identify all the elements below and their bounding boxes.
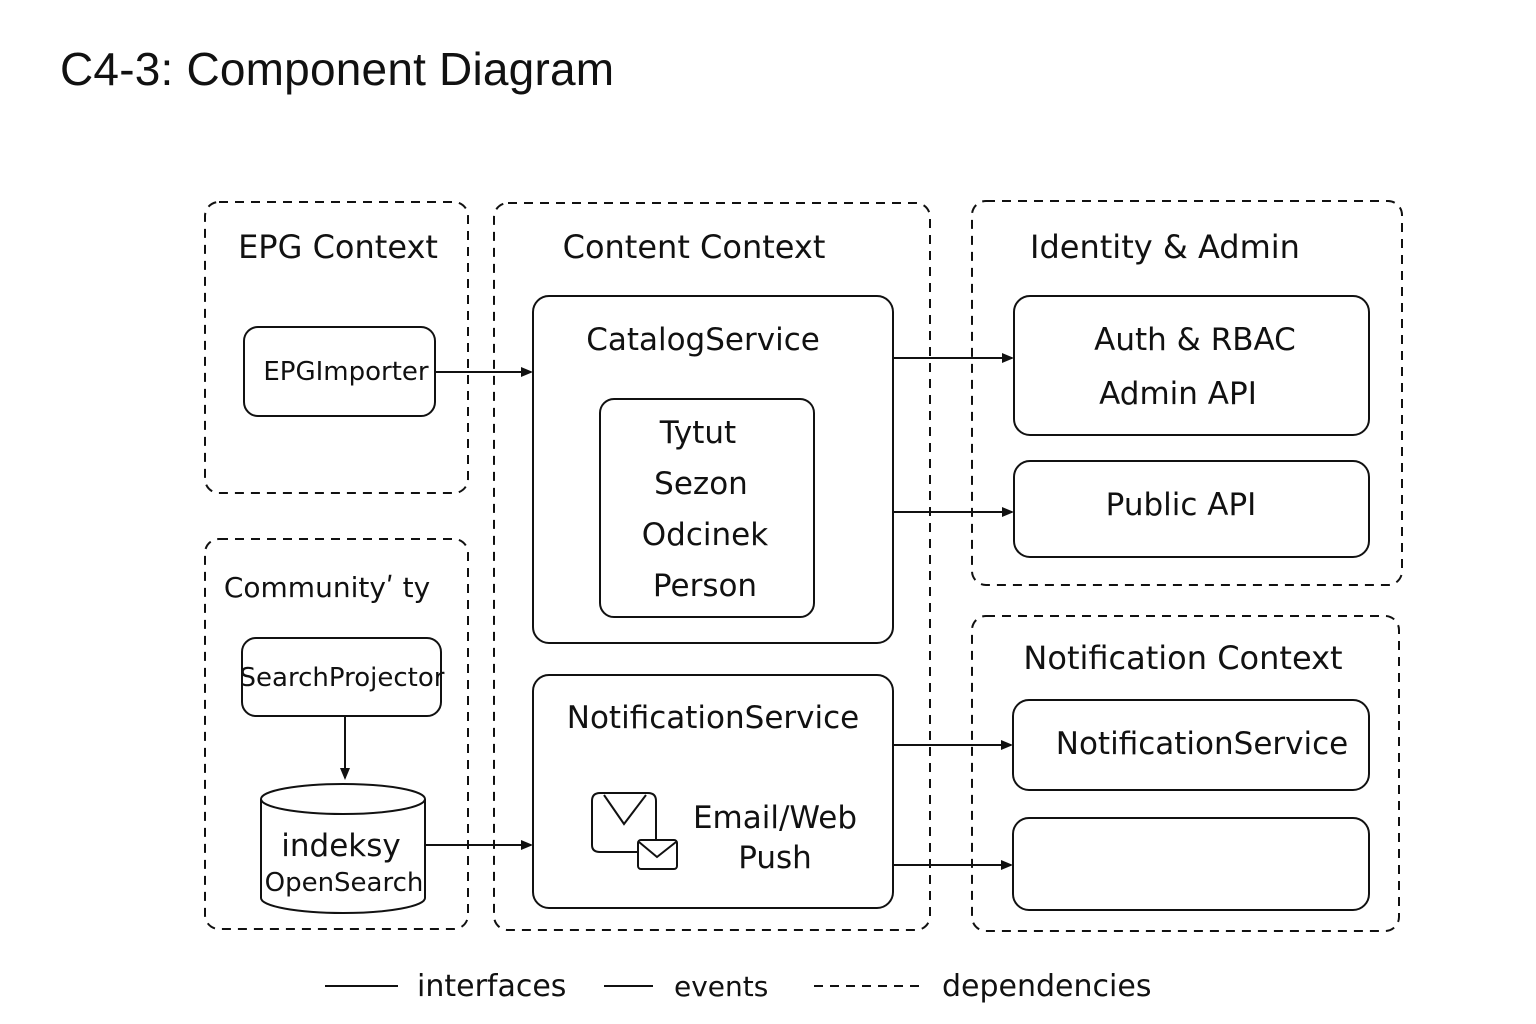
- notification-context-boundary: [971, 615, 1400, 932]
- email-web-label: Email/Web: [693, 800, 857, 836]
- empty-component-box[interactable]: [1012, 817, 1370, 911]
- push-label: Push: [738, 840, 812, 876]
- search-projector-box[interactable]: [241, 637, 442, 717]
- catalog-entities-box: [599, 398, 815, 618]
- entity-episode: Odcinek: [642, 517, 768, 553]
- entity-person: Person: [653, 568, 757, 604]
- public-api-box[interactable]: [1013, 460, 1370, 558]
- auth-rbac-label: Auth & RBAC: [1094, 322, 1296, 358]
- epg-importer-box[interactable]: [243, 326, 436, 417]
- notification-service-ctx-box[interactable]: [1012, 699, 1370, 791]
- search-projector-label: SearchProjector: [240, 663, 445, 693]
- content-context-label: Content Context: [563, 228, 826, 266]
- opensearch-database-icon[interactable]: [260, 783, 426, 914]
- notification-service-ctx-label: NotificationService: [1056, 726, 1348, 762]
- legend-events-label: events: [674, 970, 768, 1003]
- indexes-label: indeksy: [281, 828, 400, 864]
- notification-context-label: Notification Context: [1023, 639, 1342, 677]
- email-envelope-icon: [591, 792, 678, 870]
- diagram-title: C4-3: Component Diagram: [60, 43, 615, 95]
- identity-context-boundary: [971, 200, 1403, 586]
- legend-dependencies-label: dependencies: [942, 969, 1151, 1004]
- epg-context-boundary: [204, 201, 469, 494]
- community-context-label: Communityʹ ty: [224, 571, 430, 604]
- entity-title: Tytut: [659, 415, 736, 451]
- admin-api-label: Admin API: [1099, 376, 1257, 412]
- opensearch-label: OpenSearch: [265, 868, 424, 898]
- identity-context-label: Identity & Admin: [1030, 228, 1300, 266]
- catalog-service-label: CatalogService: [586, 322, 820, 358]
- epg-importer-label: EPGImporter: [263, 357, 429, 387]
- notification-service-content-label: NotificationService: [567, 700, 859, 736]
- auth-admin-box[interactable]: [1013, 295, 1370, 436]
- entity-season: Sezon: [654, 466, 748, 502]
- community-context-boundary: [204, 538, 469, 930]
- public-api-label: Public API: [1106, 487, 1257, 523]
- epg-context-label: EPG Context: [238, 228, 438, 266]
- legend-interfaces-label: interfaces: [417, 969, 566, 1004]
